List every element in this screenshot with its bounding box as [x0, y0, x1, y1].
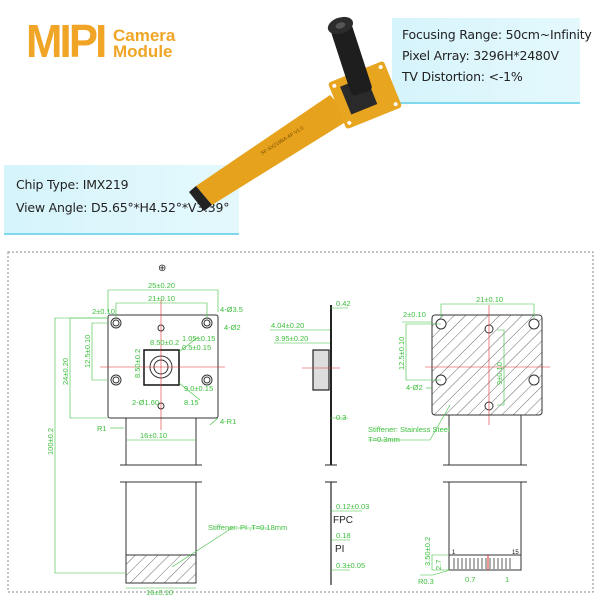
- dim-fpc-width: 16±0.10: [140, 431, 167, 440]
- fpc-ribbon: SF-SX219BA-AF V1.0: [189, 95, 352, 211]
- dim-back-center: 9±0.10: [495, 362, 504, 385]
- pin-last: 15: [512, 550, 519, 556]
- front-dimensions: [54, 289, 268, 589]
- side-dimension-labels: 0.42 4.04±0.20 3.95±0.20 0.3 0.12±0.03 F…: [271, 299, 369, 570]
- dim-back-hole-pitch-v: 12.5±0.10: [397, 337, 406, 370]
- dim-holes-small: 4-Ø2: [224, 323, 241, 332]
- label-stiffener-thickness: T=0.3mm: [368, 435, 400, 444]
- logo-line1: Camera: [113, 26, 176, 45]
- logo-line2: Module: [113, 42, 173, 61]
- dim-corner-r03: R0.3: [418, 577, 434, 586]
- side-view: [302, 305, 340, 585]
- dim-diag2: 8.15: [184, 398, 199, 407]
- pin-first: 1: [452, 550, 456, 556]
- dim-lens-size-v: 8.50±0.2: [133, 349, 142, 378]
- dim-back-hole-pitch: 21±0.10: [476, 295, 503, 304]
- dim-side-top: 0.42: [336, 299, 351, 308]
- dim-corner-r: R1: [97, 424, 107, 433]
- projection-symbol-icon: ⊕: [158, 263, 166, 274]
- dim-side-mid: 0.3: [336, 413, 346, 422]
- spec-tv-distortion: TV Distortion: <-1%: [402, 69, 523, 84]
- dim-back-edge-offset: 2±0.10: [403, 310, 426, 319]
- dim-contact-len: 2.7: [434, 560, 443, 570]
- dim-pitch: 0.7: [465, 575, 475, 584]
- front-view: ⊕: [100, 263, 225, 584]
- back-view: [425, 305, 550, 571]
- dim-hole-pitch-v: 12.5±0.10: [83, 335, 92, 368]
- dim-total-thickness: 0.3±0.05: [336, 561, 365, 570]
- dim-holes-large: 4-Ø3.5: [220, 305, 243, 314]
- dim-side-h1: 4.04±0.20: [271, 321, 304, 330]
- dim-back-holes-small: 4-Ø2: [406, 383, 423, 392]
- dim-lens-offset1: 1.05±0.15: [182, 334, 215, 343]
- dim-fpc-thickness: 0.12±0.03: [336, 502, 369, 511]
- label-stiffener-pi: Stiffener: PI ,T=0.18mm: [208, 523, 287, 532]
- back-dimensions: [368, 303, 535, 576]
- label-stiffener-steel: Stiffener: Stainless Steel: [368, 425, 450, 434]
- label-fpc: FPC: [333, 515, 353, 526]
- dim-diag1: 9.0±0.15: [184, 384, 213, 393]
- dim-edge-offset: 2±0.10: [92, 307, 115, 316]
- dim-small-holes: 2-Ø1.60: [132, 398, 159, 407]
- label-pi: PI: [335, 544, 344, 555]
- logo-brand: MIPI: [26, 15, 107, 67]
- dim-fpc-width-bottom: 16±0.10: [146, 588, 173, 597]
- side-dimensions: [270, 307, 362, 571]
- spec-pixel-array: Pixel Array: 3296H*2480V: [402, 48, 559, 63]
- dim-lens-size: 8.50±0.2: [150, 338, 179, 347]
- dim-width-outer: 25±0.20: [148, 281, 175, 290]
- spec-box-left: Chip Type: IMX219 View Angle: D5.65°*H4.…: [4, 165, 239, 235]
- spec-view-angle: View Angle: D5.65°*H4.52°*V3.39°: [16, 200, 230, 215]
- dim-corner-r4: 4-R1: [220, 417, 236, 426]
- logo: MIPI Camera Module: [0, 0, 200, 70]
- front-dimension-labels: 25±0.20 21±0.10 2±0.10 4-Ø3.5 4-Ø2 12.5±…: [46, 281, 287, 597]
- dim-total-length: 100±0.2: [46, 428, 55, 455]
- dim-pad: 1: [505, 575, 509, 584]
- dim-contact-len2: 3.50±0.2: [423, 537, 432, 566]
- drawing-frame: [7, 251, 594, 593]
- dim-pi-thickness: 0.18: [336, 531, 351, 540]
- dim-hole-pitch: 21±0.10: [148, 294, 175, 303]
- spec-chip-type: Chip Type: IMX219: [16, 177, 129, 192]
- dim-lens-offset2: 0.5±0.15: [182, 343, 211, 352]
- lens: [327, 16, 372, 96]
- dim-board-height: 24±0.20: [61, 358, 70, 385]
- back-dimension-labels: 21±0.10 2±0.10 12.5±0.10 4-Ø2 9±0.10 Sti…: [368, 295, 519, 586]
- spec-box-right: Focusing Range: 50cm~Infinity Pixel Arra…: [392, 18, 592, 104]
- spec-focusing-range: Focusing Range: 50cm~Infinity: [402, 27, 592, 42]
- camera-module-photo: SF-SX219BA-AF V1.0: [189, 16, 402, 211]
- dim-side-h2: 3.95±0.20: [275, 334, 308, 343]
